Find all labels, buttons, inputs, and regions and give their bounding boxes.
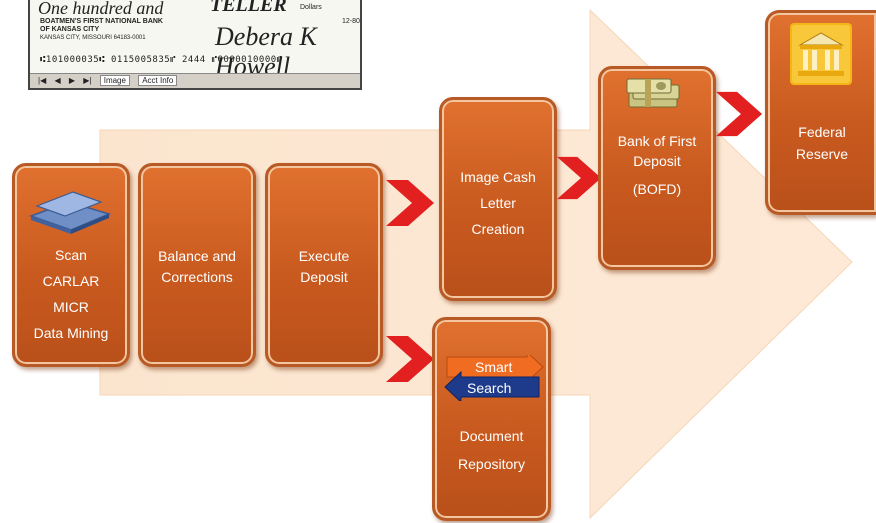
step-image-cash-text: Image Cash Letter Creation	[446, 164, 550, 242]
step-scan-line: Data Mining	[33, 325, 109, 341]
step-image-cash-line: Letter	[480, 195, 516, 211]
check-micr-line: ⑆101000035⑆ 0115005835⑈ 2444 ⑈0000010000…	[40, 55, 283, 65]
step-federal-reserve: Federal Reserve	[765, 10, 876, 215]
prev-page-icon[interactable]: ◀	[54, 76, 61, 85]
step-bofd-line: Bank of First	[617, 133, 697, 149]
step-image-cash-line: Image Cash	[460, 169, 536, 185]
step-scan-line: CARLAR	[42, 273, 100, 289]
chevron-arrow-icon	[386, 180, 434, 226]
step-repository-line: Repository	[458, 456, 525, 472]
scanned-check-image: One hundred and TELLER Dollars BOATMEN'S…	[28, 0, 362, 90]
check-teller-stamp: TELLER	[210, 0, 287, 16]
step-repository-text: Document Repository	[439, 422, 544, 478]
next-page-icon[interactable]: ▶	[68, 76, 76, 85]
step-bank-of-first-deposit: Bank of First Deposit (BOFD)	[598, 66, 716, 270]
step-bofd-line: Deposit	[633, 153, 681, 169]
step-execute-text: Execute Deposit	[272, 246, 376, 288]
step-bofd-text: Bank of First Deposit (BOFD)	[605, 131, 709, 207]
step-balance-line: Balance and	[158, 248, 236, 264]
check-viewer-toolbar: |◀ ◀ ▶ ▶| Image Acct Info	[30, 73, 360, 88]
step-bofd-line: (BOFD)	[632, 181, 682, 197]
step-document-repository: Document Repository	[432, 317, 551, 521]
check-dollars-label: Dollars	[300, 4, 322, 11]
step-balance-corrections: Balance and Corrections	[138, 163, 256, 367]
step-balance-text: Balance and Corrections	[145, 246, 249, 288]
money-stack-icon	[626, 78, 680, 108]
step-scan-text: Scan CARLAR MICR Data Mining	[19, 242, 123, 346]
check-bank-info: BOATMEN'S FIRST NATIONAL BANK OF KANSAS …	[40, 18, 163, 42]
check-bank-name: BOATMEN'S FIRST NATIONAL BANK	[40, 18, 163, 25]
check-bank-city: OF KANSAS CITY	[40, 26, 100, 33]
step-repository-line: Document	[459, 428, 524, 444]
step-execute-line: Execute	[298, 248, 350, 264]
first-page-icon[interactable]: |◀	[38, 76, 47, 85]
tab-image[interactable]: Image	[99, 75, 130, 86]
smart-search-top-text: Smart	[475, 359, 512, 375]
check-date-code: 12-80	[342, 18, 360, 25]
step-scan: Scan CARLAR MICR Data Mining	[12, 163, 130, 367]
smart-search-bottom-text: Search	[467, 380, 511, 396]
step-scan-line: Scan	[55, 247, 87, 263]
chevron-arrow-icon	[386, 336, 434, 382]
smart-search-logo: Smart Search	[444, 355, 544, 401]
step-execute-deposit: Execute Deposit	[265, 163, 383, 367]
step-image-cash-letter: Image Cash Letter Creation	[439, 97, 557, 301]
check-bank-address: KANSAS CITY, MISSOURI 64183-0001	[40, 35, 146, 41]
last-page-icon[interactable]: ▶|	[83, 76, 92, 85]
check-amount-words: One hundred and	[38, 0, 164, 18]
step-balance-line: Corrections	[161, 269, 233, 285]
step-scan-line: MICR	[53, 299, 89, 315]
chevron-arrow-icon	[557, 156, 602, 200]
step-federal-line: Reserve	[795, 146, 849, 162]
tab-acct-info[interactable]: Acct Info	[138, 75, 178, 86]
chevron-arrow-icon	[716, 91, 763, 137]
bank-building-icon	[790, 23, 852, 85]
step-federal-line: Federal	[798, 124, 846, 140]
step-execute-line: Deposit	[300, 269, 348, 285]
scanner-icon	[28, 191, 112, 234]
step-federal-text: Federal Reserve	[772, 121, 872, 165]
step-image-cash-line: Creation	[471, 221, 525, 237]
